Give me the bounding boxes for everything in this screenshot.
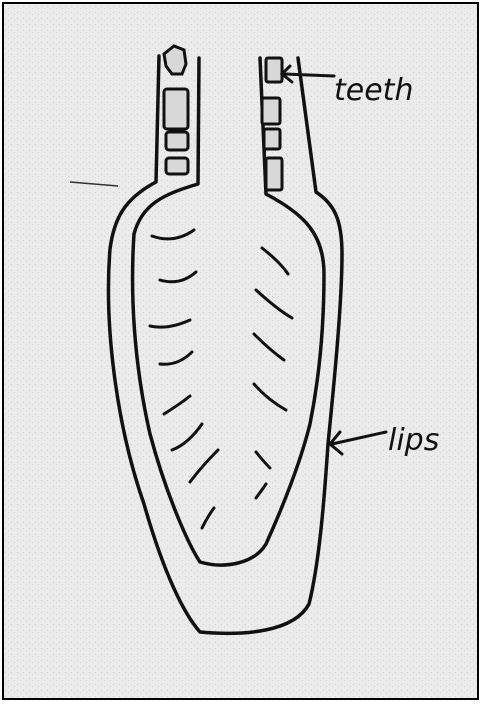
tooth xyxy=(264,129,280,149)
paper-background xyxy=(4,4,477,698)
tooth xyxy=(164,89,188,129)
teeth-label: teeth xyxy=(334,73,413,108)
right-teeth xyxy=(262,58,282,190)
teeth-arrow-line xyxy=(284,74,334,76)
tooth xyxy=(166,158,188,174)
mouth-diagram: teeth lips xyxy=(4,4,477,698)
tooth xyxy=(166,132,188,150)
tooth xyxy=(262,98,280,124)
diagram-frame: teeth lips xyxy=(2,2,479,700)
tooth xyxy=(266,158,282,190)
tooth xyxy=(164,46,186,74)
tooth xyxy=(266,58,282,82)
lips-label: lips xyxy=(388,423,439,458)
